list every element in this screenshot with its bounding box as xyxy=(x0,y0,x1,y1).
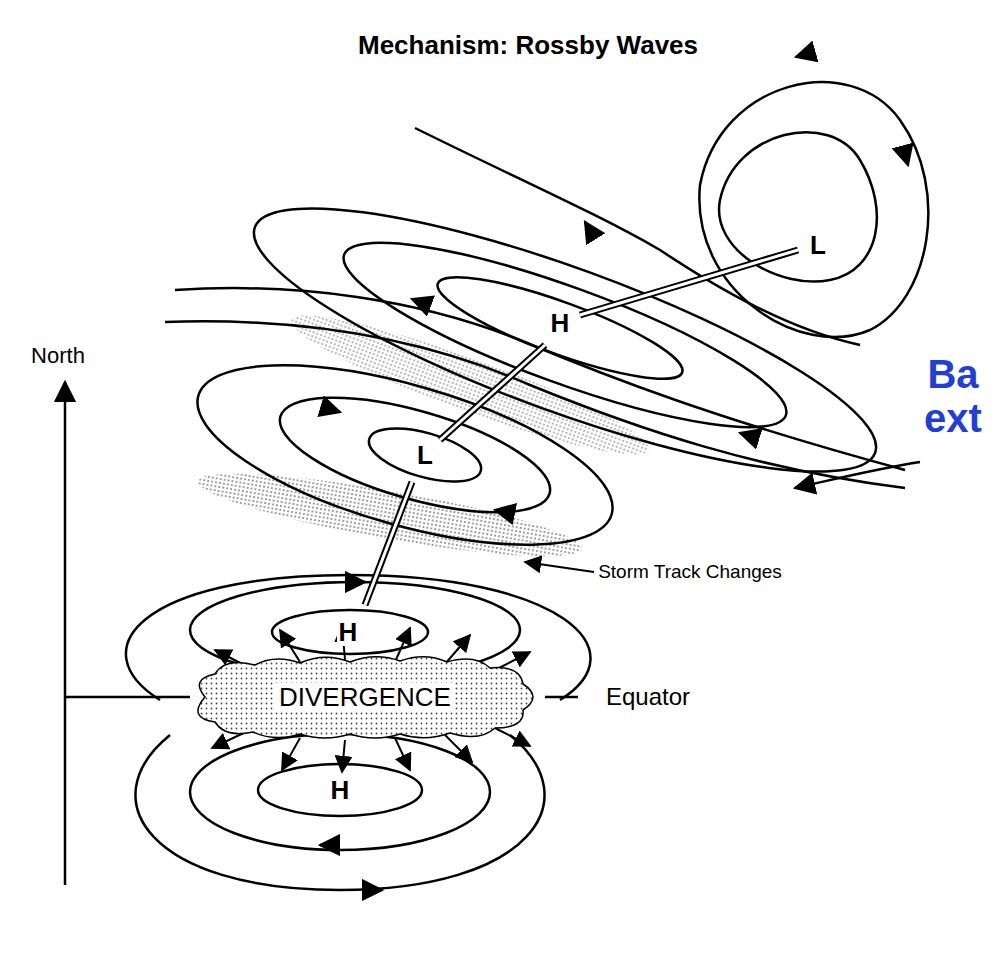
callout-label: Storm Track Changes xyxy=(596,562,784,583)
high-marker: H xyxy=(337,618,360,647)
low-marker: L xyxy=(808,231,828,260)
high-marker: H xyxy=(549,309,572,338)
partial-heading: ext xyxy=(924,396,982,440)
partial-heading: Ba xyxy=(927,352,978,396)
divergence-cloud: DIVERGENCE xyxy=(185,652,545,742)
low-marker: L xyxy=(415,441,435,470)
diagram-title: Mechanism: Rossby Waves xyxy=(358,31,698,60)
axis-label: Equator xyxy=(604,684,692,710)
high-marker: H xyxy=(329,776,352,805)
node-label: DIVERGENCE xyxy=(275,683,455,712)
axis-label: North xyxy=(31,344,85,368)
